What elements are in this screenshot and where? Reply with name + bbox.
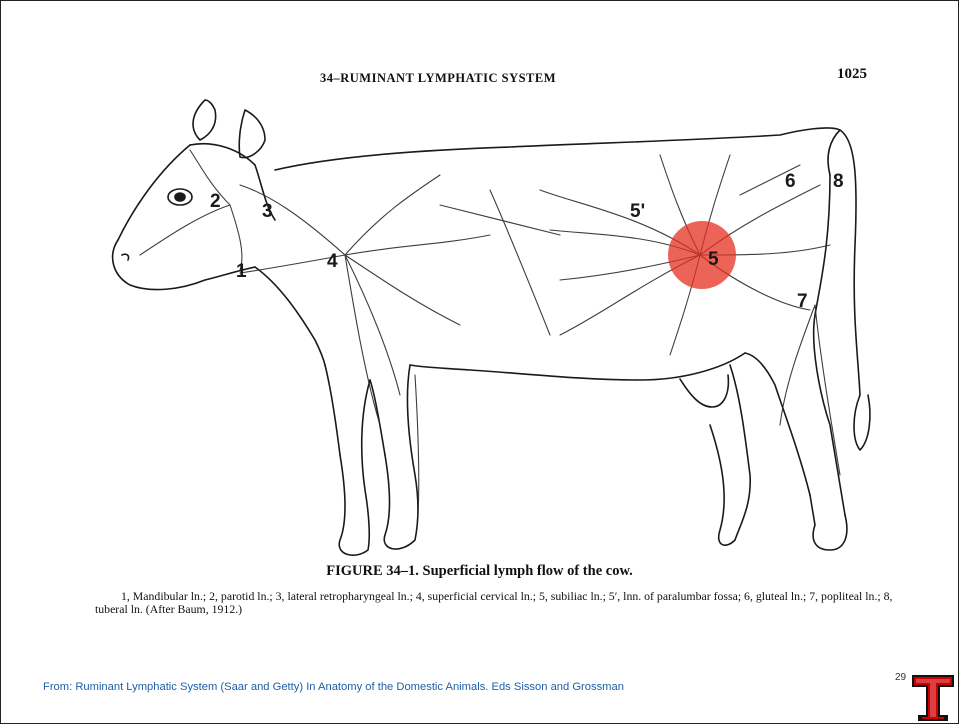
figure-legend: 1, Mandibular ln.; 2, parotid ln.; 3, la… <box>95 590 895 616</box>
node-label-8: 8 <box>833 171 844 192</box>
node-label-5-prime: 5' <box>630 201 645 222</box>
source-citation: From: Ruminant Lymphatic System (Saar an… <box>43 681 624 693</box>
lymph-vessels <box>140 150 840 515</box>
node-label-4: 4 <box>327 251 338 272</box>
book-page-number: 1025 <box>837 66 867 83</box>
cow-illustration: 1 2 3 4 5 5' 6 7 8 <box>40 95 920 565</box>
node-label-1: 1 <box>236 261 247 282</box>
node-label-5: 5 <box>708 249 719 270</box>
node-label-3: 3 <box>262 201 273 222</box>
running-head: 34–RUMINANT LYMPHATIC SYSTEM <box>320 71 680 86</box>
slide-number: 29 <box>895 672 906 683</box>
node-label-6: 6 <box>785 171 796 192</box>
figure-caption: FIGURE 34–1. Superficial lymph flow of t… <box>0 563 959 580</box>
node-label-2: 2 <box>210 191 221 212</box>
texas-tech-logo <box>910 671 956 721</box>
node-label-7: 7 <box>797 291 808 312</box>
cow-lymph-figure: 1 2 3 4 5 5' 6 7 8 <box>40 95 920 565</box>
cow-outline <box>113 100 870 555</box>
subiliac-node-highlight <box>668 221 736 289</box>
